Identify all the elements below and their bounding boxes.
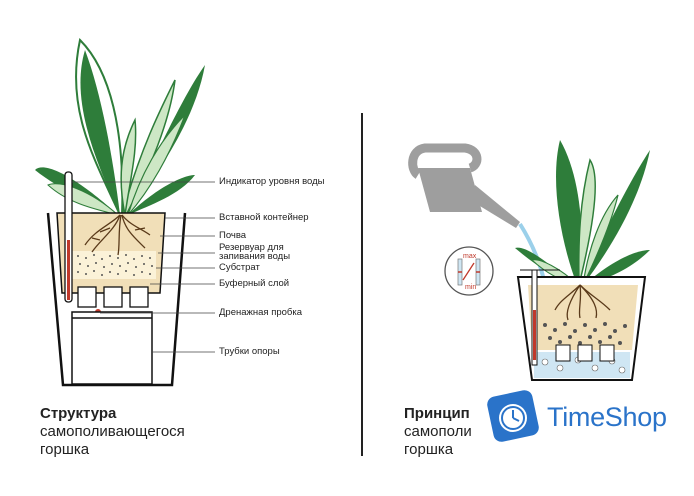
gauge-min-label: min [465, 284, 477, 291]
label-soil: Почва [219, 230, 247, 241]
leader-lines [72, 181, 215, 353]
label-reservoir-line1: Резервуар для [219, 242, 284, 253]
pot-right [516, 269, 647, 381]
timeshop-logo-icon [487, 390, 539, 442]
support-tubes [71, 311, 153, 385]
buffer-legs [77, 286, 149, 308]
label-substrate: Субстрат [219, 262, 260, 273]
right-caption-line3: горшка [404, 441, 454, 458]
left-caption-title: Структура [40, 405, 117, 422]
plant-left [35, 37, 205, 216]
label-drain-plug: Дренажная пробка [219, 307, 302, 318]
pot-outer [46, 212, 187, 387]
label-reservoir-line2: запивания воды [219, 251, 291, 262]
water-level-indicator [64, 171, 73, 303]
brand-name: TimeShop [547, 401, 667, 432]
right-caption: Принцип самополи горшка [404, 405, 472, 459]
right-caption-title: Принцип [404, 405, 470, 422]
left-caption: Структура самополивающегося горшка [40, 405, 185, 459]
panel-divider [361, 113, 363, 456]
left-caption-line2: самополивающегося [40, 423, 185, 440]
plant-right [515, 140, 650, 286]
water-gauge-badge [444, 246, 494, 296]
right-caption-line2: самополи [404, 423, 472, 440]
label-insert-container: Вставной контейнер [219, 212, 309, 223]
gauge-max-label: max [463, 253, 477, 260]
label-water-level-indicator: Индикатор уровня воды [219, 176, 325, 187]
brand-watermark: TimeShop [487, 384, 687, 450]
watering-can [408, 143, 520, 228]
label-support-tubes: Трубки опоры [219, 346, 280, 357]
left-caption-line3: горшка [40, 441, 90, 458]
insert-container [56, 212, 166, 294]
label-buffer-layer: Буферный слой [219, 278, 290, 289]
